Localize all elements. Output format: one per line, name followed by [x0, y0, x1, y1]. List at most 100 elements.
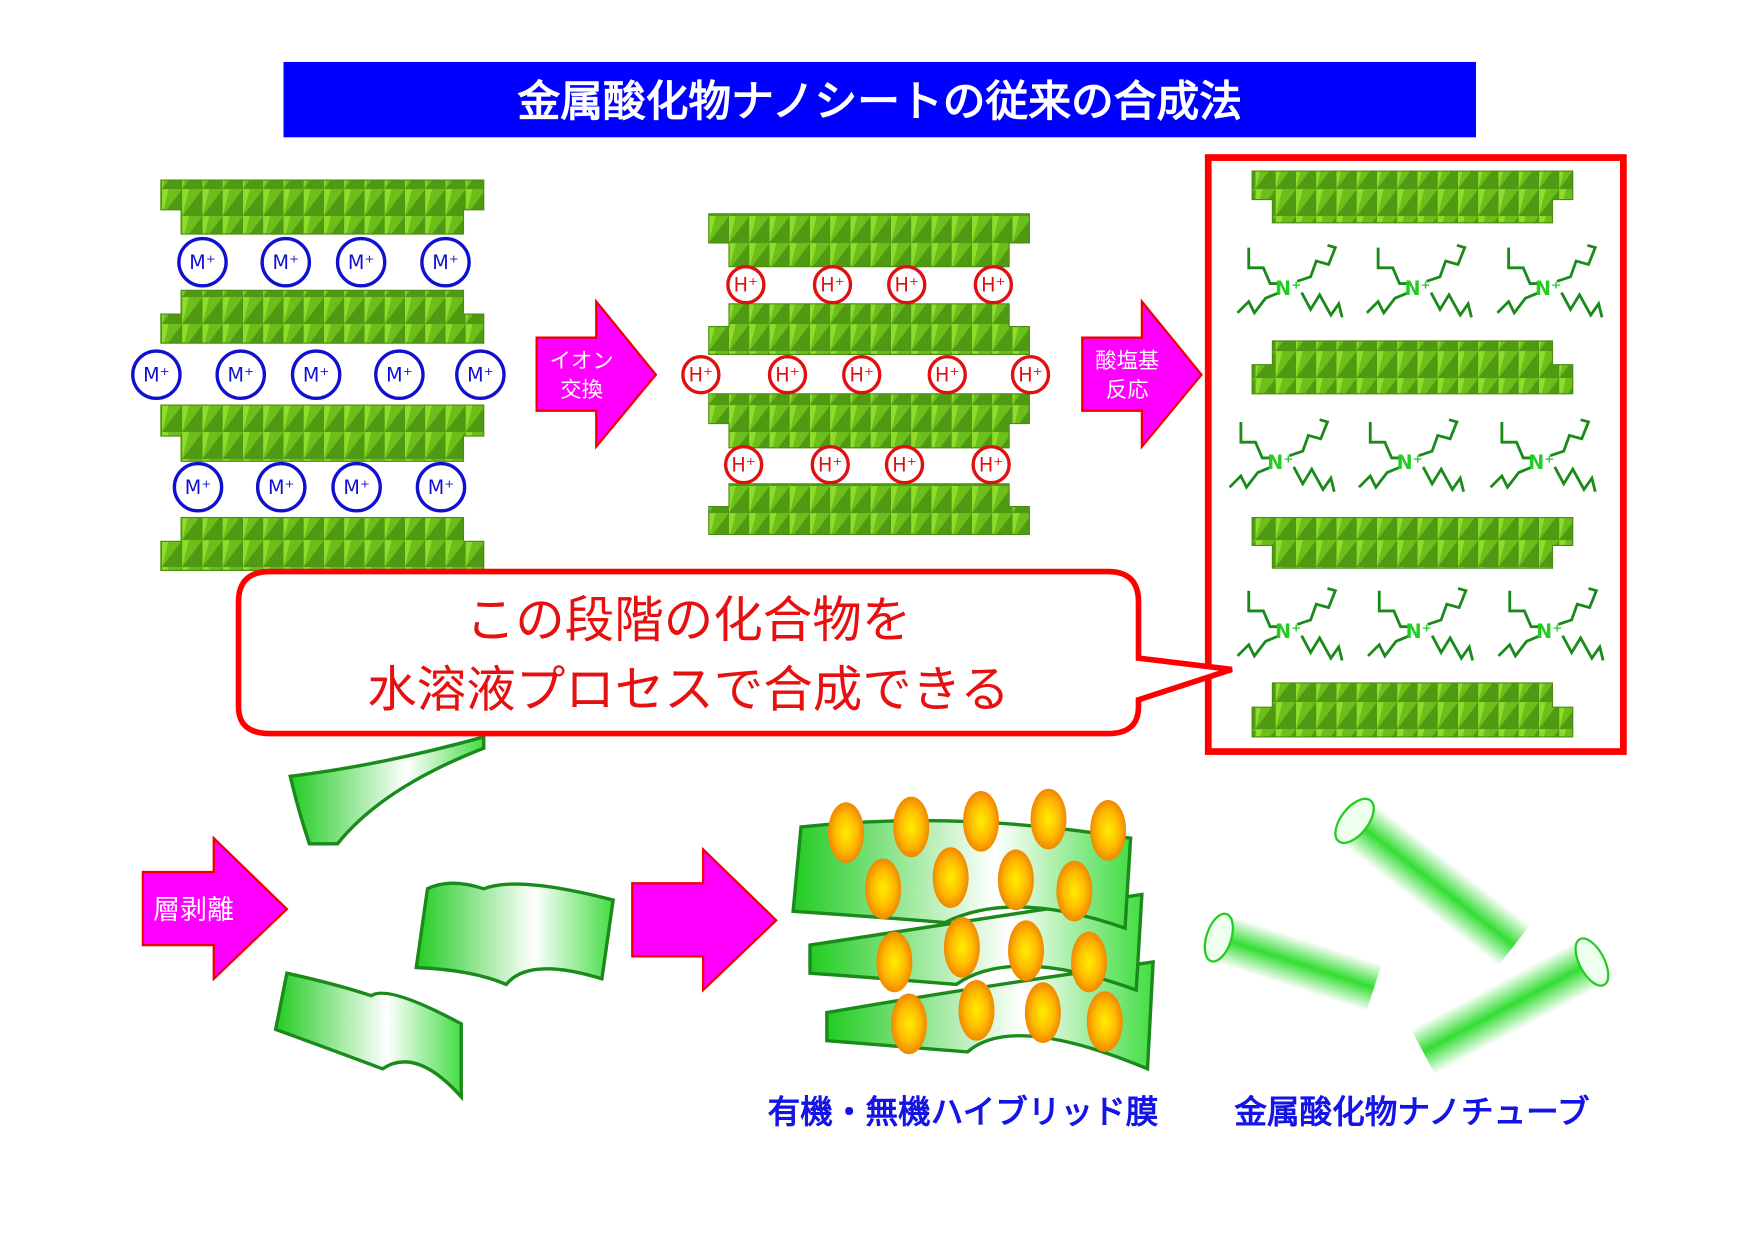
ion-marker: M⁺: [215, 349, 267, 400]
ion-label: H⁺: [689, 363, 713, 386]
acid-base-arrow: 酸塩基 反応: [1081, 298, 1203, 450]
ammonium-molecule: N⁺: [1236, 243, 1344, 318]
ammonium-molecule: N⁺: [1228, 418, 1336, 493]
ammonium-molecule: N⁺: [1236, 587, 1344, 661]
nanotubes-illustration: [1203, 797, 1610, 1075]
ammonium-label: N⁺: [1275, 620, 1301, 643]
ion-label: M⁺: [185, 476, 212, 499]
ion-label: H⁺: [935, 363, 959, 386]
ion-label: H⁺: [979, 453, 1003, 476]
nanosheet-layer: [160, 289, 485, 344]
arrow-label-line1: 酸塩基: [1095, 349, 1159, 374]
ion-label: M⁺: [428, 476, 455, 499]
ion-marker: M⁺: [415, 461, 467, 513]
ion-marker: M⁺: [177, 236, 228, 288]
organic-particle: [1090, 799, 1127, 861]
ammonium-label: N⁺: [1397, 451, 1423, 474]
ammonium-label: N⁺: [1535, 277, 1561, 300]
nanosheet-layer: [708, 393, 1030, 449]
hybrid-film-caption: 有機・無機ハイブリッド膜: [768, 1093, 1159, 1131]
organic-particle: [891, 993, 927, 1055]
ion-marker: H⁺: [681, 355, 721, 395]
nanosheet-layer: [1251, 340, 1574, 395]
arrow-label: 層剥離: [153, 895, 234, 926]
ammonium-molecule: N⁺: [1496, 243, 1604, 318]
ion-label: H⁺: [775, 363, 799, 386]
ion-marker: M⁺: [455, 349, 506, 400]
ion-label: M⁺: [268, 476, 295, 499]
ion-marker: M⁺: [172, 461, 224, 513]
ion-marker: H⁺: [971, 445, 1011, 485]
organic-particle: [865, 858, 902, 920]
ion-marker: H⁺: [812, 265, 853, 305]
interlayer-ions: M⁺M⁺M⁺M⁺M⁺M⁺M⁺M⁺M⁺M⁺M⁺M⁺M⁺H⁺H⁺H⁺H⁺H⁺H⁺H⁺…: [131, 236, 1605, 661]
ammonium-molecule: N⁺: [1489, 418, 1597, 493]
ammonium-label: N⁺: [1275, 277, 1301, 300]
ion-marker: M⁺: [335, 236, 387, 288]
ion-marker: H⁺: [973, 265, 1014, 305]
ion-exchange-arrow: イオン 交換: [535, 298, 658, 450]
ion-label: M⁺: [189, 251, 216, 274]
organic-particle: [958, 979, 995, 1041]
organic-particle: [1086, 991, 1123, 1052]
ion-marker: H⁺: [723, 445, 764, 485]
nanosheet-layer: [708, 213, 1030, 268]
ion-label: H⁺: [820, 273, 844, 296]
ion-marker: H⁺: [1010, 355, 1051, 395]
arrow-label-line1: イオン: [550, 349, 614, 374]
organic-particle: [943, 916, 980, 978]
ion-marker: M⁺: [374, 349, 425, 400]
ion-marker: H⁺: [726, 265, 766, 305]
ammonium-label: N⁺: [1404, 277, 1430, 300]
nanosheet-layer: [1251, 517, 1574, 569]
exfoliated-nanosheets: [273, 734, 616, 1102]
nanotube-caption: 金属酸化物ナノチューブ: [1233, 1093, 1590, 1131]
ion-marker: H⁺: [887, 265, 927, 305]
hybrid-film-illustration: [791, 788, 1155, 1072]
assembly-arrow: [631, 846, 778, 993]
callout-line2: 水溶液プロセスで合成できる: [367, 661, 1010, 719]
ammonium-molecule: N⁺: [1497, 587, 1605, 661]
title-banner: [283, 61, 1476, 138]
ammonium-molecule: N⁺: [1365, 243, 1473, 318]
ammonium-label: N⁺: [1536, 620, 1562, 643]
callout-bubble: この段階の化合物を 水溶液プロセスで合成できる: [235, 568, 1233, 737]
ammonium-molecule: N⁺: [1367, 587, 1474, 661]
ion-marker: H⁺: [810, 445, 850, 485]
nanosheet-layer: [160, 179, 485, 235]
organic-particle: [932, 847, 969, 908]
nanosheet-layer: [708, 303, 1030, 355]
ion-label: H⁺: [892, 453, 916, 476]
organic-particle: [963, 790, 999, 852]
exfoliation-arrow: 層剥離: [141, 835, 289, 982]
ion-label: H⁺: [734, 273, 758, 296]
callout-line1: この段階の化合物を: [466, 591, 912, 649]
organic-particle: [1024, 982, 1061, 1043]
organic-particle: [876, 931, 913, 993]
ion-marker: M⁺: [420, 236, 471, 288]
ion-marker: H⁺: [884, 445, 925, 485]
ion-marker: H⁺: [927, 355, 967, 395]
nanosheet-layer: [1251, 170, 1574, 224]
ion-label: M⁺: [386, 363, 413, 386]
ion-label: M⁺: [432, 251, 459, 274]
ion-label: M⁺: [272, 251, 299, 274]
ammonium-label: N⁺: [1267, 451, 1293, 474]
ion-marker: M⁺: [131, 349, 182, 400]
organic-particle: [893, 796, 930, 858]
organic-particle: [1056, 860, 1093, 922]
arrow-label-line2: 交換: [560, 378, 603, 403]
ion-marker: H⁺: [842, 355, 882, 395]
organic-particle: [1008, 920, 1044, 982]
organic-particle: [997, 849, 1034, 911]
ion-label: M⁺: [343, 476, 370, 499]
ion-marker: H⁺: [767, 355, 808, 395]
organic-particle: [828, 802, 864, 863]
ammonium-molecule: N⁺: [1358, 418, 1465, 493]
ammonium-label: N⁺: [1528, 451, 1554, 474]
ion-marker: M⁺: [260, 236, 312, 288]
ion-label: H⁺: [895, 273, 919, 296]
arrow-label-line2: 反応: [1106, 378, 1149, 403]
organic-particle: [1030, 788, 1067, 850]
ion-label: M⁺: [143, 363, 170, 386]
